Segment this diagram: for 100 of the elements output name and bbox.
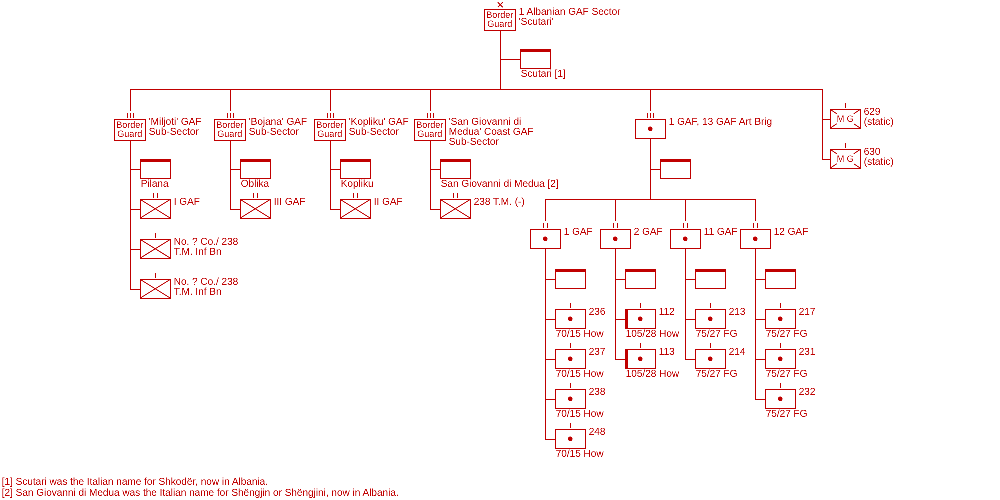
machine-gun-unit-symbol [830, 141, 861, 169]
infantry-unit-symbol [440, 191, 471, 219]
unit-label: 70/15 How [556, 410, 604, 420]
unit-label: 213 [729, 308, 746, 318]
infantry-unit-symbol [240, 191, 271, 219]
artillery-unit-symbol [695, 341, 726, 369]
unit-label: 238 T.M. (-) [474, 198, 525, 208]
artillery-unit-symbol [625, 301, 656, 329]
artillery-unit-symbol [530, 221, 561, 249]
border-guard-unit-symbol [214, 111, 246, 141]
unit-label: 11 GAF [704, 228, 738, 238]
unit-label: Scutari [1] [521, 70, 566, 80]
headquarters-symbol [440, 159, 471, 179]
unit-label: 70/15 How [556, 330, 604, 340]
unit-label: 236 [589, 308, 606, 318]
artillery-unit-symbol [670, 221, 701, 249]
connector-line [500, 31, 831, 160]
unit-label: 75/27 FG [696, 330, 738, 340]
unit-label: 75/27 FG [696, 370, 738, 380]
headquarters-symbol [695, 269, 726, 289]
connector-line [230, 141, 241, 210]
unit-label: 'Bojana' GAF Sub-Sector [249, 118, 308, 138]
headquarters-symbol [625, 269, 656, 289]
headquarters-symbol [555, 269, 586, 289]
unit-name: Border Guard [316, 121, 344, 139]
artillery-unit-symbol [695, 301, 726, 329]
unit-label: 231 [799, 348, 816, 358]
unit-label: No. ? Co./ 238 T.M. Inf Bn [174, 278, 240, 298]
unit-label: 'San Giovanni di Medua' Coast GAF Sub-Sector [449, 118, 535, 148]
connector-line [545, 249, 556, 440]
artillery-unit-symbol [740, 221, 771, 249]
unit-label: 75/27 FG [766, 370, 808, 380]
connector-line [650, 139, 756, 222]
infantry-unit-symbol [140, 191, 171, 219]
artillery-unit-symbol [765, 381, 796, 409]
infantry-unit-symbol [140, 231, 171, 259]
connector-line [685, 249, 696, 360]
unit-label: 629 (static) [864, 108, 895, 128]
unit-label: 214 [729, 348, 746, 358]
unit-label: III GAF [274, 198, 306, 208]
border-guard-unit-symbol [414, 111, 446, 141]
infantry-unit-symbol [340, 191, 371, 219]
unit-label: 630 (static) [864, 148, 895, 168]
border-guard-unit-symbol [484, 1, 516, 31]
unit-label: San Giovanni di Medua [2] [441, 180, 559, 190]
artillery-unit-symbol [555, 341, 586, 369]
infantry-unit-symbol [140, 271, 171, 299]
unit-label: 1 GAF [564, 228, 593, 238]
artillery-unit-symbol [635, 111, 666, 139]
unit-label: 105/28 How [626, 330, 680, 340]
unit-label: No. ? Co./ 238 T.M. Inf Bn [174, 238, 240, 258]
unit-name: Border Guard [416, 121, 444, 139]
artillery-unit-symbol [625, 341, 656, 369]
unit-label: Pilana [141, 180, 169, 190]
unit-name: Border Guard [116, 121, 144, 139]
unit-label: Oblika [241, 180, 270, 190]
unit-label: 113 [659, 348, 675, 358]
unit-label: Kopliku [341, 180, 374, 190]
artillery-unit-symbol [555, 381, 586, 409]
unit-name: Border Guard [486, 11, 514, 29]
unit-label: 75/27 FG [766, 410, 808, 420]
unit-name: M G [837, 114, 854, 124]
connector-line [330, 141, 341, 210]
artillery-unit-symbol [600, 221, 631, 249]
unit-label: 1 GAF, 13 GAF Art Brig [669, 118, 772, 128]
unit-name: Border Guard [216, 121, 244, 139]
connector-line [615, 249, 626, 360]
artillery-unit-symbol [765, 301, 796, 329]
connector-line [755, 249, 766, 400]
unit-label: 70/15 How [556, 370, 604, 380]
artillery-unit-symbol [555, 301, 586, 329]
unit-label: 217 [799, 308, 816, 318]
machine-gun-unit-symbol [830, 101, 861, 129]
headquarters-symbol [140, 159, 171, 179]
unit-label: 'Kopliku' GAF Sub-Sector [349, 118, 410, 138]
headquarters-symbol [340, 159, 371, 179]
headquarters-symbol [765, 269, 796, 289]
unit-label: I GAF [174, 198, 200, 208]
unit-label: 'Miljoti' GAF Sub-Sector [149, 118, 203, 138]
footnote: [1] Scutari was the Italian name for Shkodër, now in Albania. [2, 478, 268, 488]
unit-label: 237 [589, 348, 606, 358]
unit-label: 238 [589, 388, 606, 398]
unit-label: 248 [589, 428, 606, 438]
unit-label: II GAF [374, 198, 403, 208]
footnote: [2] San Giovanni di Medua was the Italian name for Shëngjin or Shëngjini, now in Albania. [2, 489, 399, 499]
connector-line [130, 141, 141, 290]
unit-label: 12 GAF [774, 228, 808, 238]
artillery-unit-symbol [765, 341, 796, 369]
artillery-unit-symbol [555, 421, 586, 449]
connector-line [430, 141, 441, 210]
unit-label: 112 [659, 308, 675, 318]
border-guard-unit-symbol [314, 111, 346, 141]
unit-label: 70/15 How [556, 450, 604, 460]
unit-label: 1 Albanian GAF Sector 'Scutari' [519, 8, 622, 28]
headquarters-symbol [660, 159, 691, 179]
unit-name: M G [837, 154, 854, 164]
headquarters-symbol [240, 159, 271, 179]
headquarters-symbol [520, 49, 551, 69]
unit-label: 2 GAF [634, 228, 663, 238]
unit-label: 75/27 FG [766, 330, 808, 340]
